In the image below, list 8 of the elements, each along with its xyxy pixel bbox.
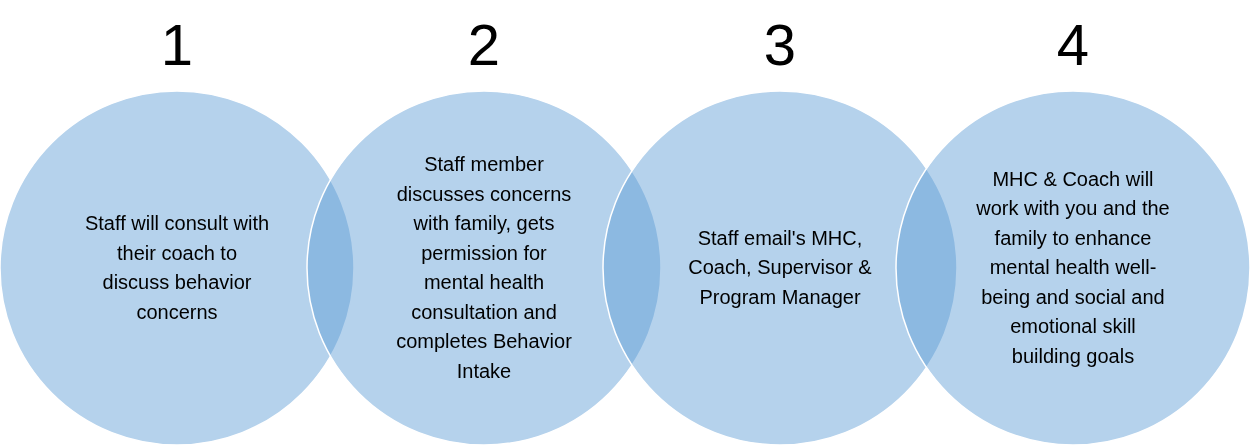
step-number: 1 xyxy=(159,16,195,74)
step-description: MHC & Coach will work with you and the family to enhance mental health well-being and social and emotional skill building goals xyxy=(975,166,1171,369)
step-description: Staff email's MHC, Coach, Supervisor & Program Manager xyxy=(687,225,873,310)
step-description: Staff member discusses concerns with family, gets permission for mental health consultation and completes Behavior Intake xyxy=(395,152,573,384)
step-number: 2 xyxy=(466,16,502,74)
step-number: 3 xyxy=(762,16,798,74)
step-description: Staff will consult with their coach to discuss behavior concerns xyxy=(84,211,270,325)
step-number: 4 xyxy=(1055,16,1091,74)
